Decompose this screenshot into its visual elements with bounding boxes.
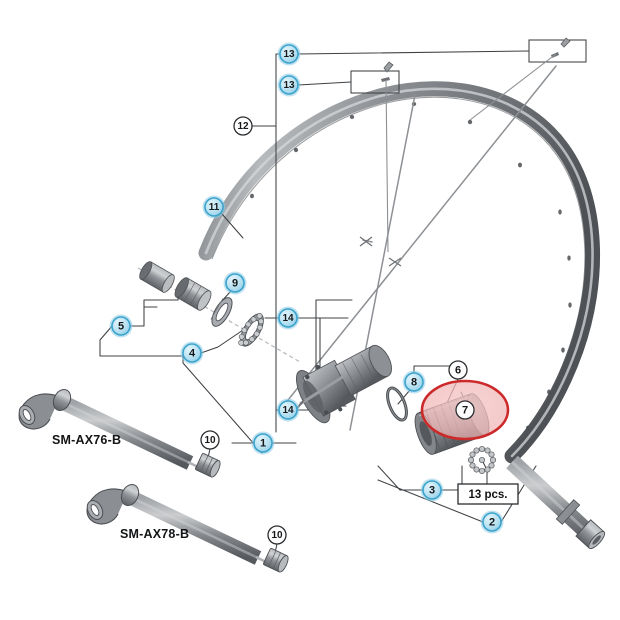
thru-axle-highlight — [510, 460, 598, 542]
callout-13-second[interactable]: 13 — [277, 73, 301, 97]
ax76-shaft — [58, 395, 194, 470]
callout-10-ax76[interactable]: 10 — [200, 430, 220, 450]
pcs-label-text: 13 pcs. — [469, 489, 508, 501]
callout-1[interactable]: 1 — [251, 431, 275, 455]
ax76-shaft-highlight — [61, 400, 191, 465]
part-label-sm-ax78-b: SM-AX78-B — [120, 527, 189, 541]
part-label-sm-ax76-b: SM-AX76-B — [52, 433, 121, 447]
ax78-end-cap-10 — [263, 548, 289, 573]
callout-14a-circle — [278, 308, 298, 328]
freehub-bore — [419, 421, 432, 446]
callout-5[interactable]: 5 — [109, 314, 133, 338]
callout-14-upper[interactable]: 14 — [276, 306, 300, 330]
hub-axle-left — [299, 374, 345, 406]
leader-13a — [297, 50, 530, 55]
thru-axle-head — [575, 519, 606, 550]
ax78-lever — [86, 483, 140, 525]
qr-skewer-ax76 — [18, 388, 221, 478]
hub-flange-right — [368, 344, 392, 378]
callout-13b-circle — [279, 75, 299, 95]
ball-bearing-set-13pcs — [467, 445, 497, 475]
leader-3-left — [377, 465, 424, 491]
callout-bubbles: 1 2 3 4 5 — [109, 42, 504, 545]
thru-axle-part-2 — [506, 455, 606, 550]
callout-10a-circle — [200, 430, 220, 450]
rim-spoke-holes — [250, 102, 572, 431]
spacer-part-1 — [139, 261, 175, 293]
leader-8 — [397, 389, 411, 405]
thru-axle-shaft — [506, 455, 602, 547]
pcs-box-rect — [457, 483, 519, 505]
callout-6-circle — [448, 360, 468, 380]
ax78-lever-pivot — [120, 483, 140, 507]
callout-8[interactable]: 8 — [402, 370, 426, 394]
bearing-cone-parts — [137, 261, 301, 363]
leader-4-down — [182, 355, 263, 454]
leader-4 — [200, 327, 247, 354]
callout-10b-circle — [267, 525, 287, 545]
ax78-shaft — [126, 490, 262, 565]
nipple-icon-a — [469, 37, 571, 121]
callout-3[interactable]: 3 — [420, 478, 444, 502]
callout-4[interactable]: 4 — [180, 341, 204, 365]
callout-11[interactable]: 11 — [202, 195, 226, 219]
hub-ribs — [342, 354, 376, 392]
rim-outer-band — [198, 81, 600, 464]
spoke-nipple-1 — [359, 236, 373, 247]
lock-ring-part-9 — [210, 297, 233, 327]
ax76-end-cap-10 — [195, 453, 221, 478]
ax78-lever-eye-inner — [90, 504, 100, 516]
thru-axle-collar — [555, 499, 581, 525]
pcs-label-box: 13 pcs. — [457, 483, 519, 505]
callout-3-circle — [422, 480, 442, 500]
callout-12-circle — [233, 116, 253, 136]
leader-13b — [297, 81, 352, 86]
leader-5-main — [99, 325, 184, 357]
o-ring-part-8 — [386, 386, 408, 422]
detail-box-13a — [528, 39, 587, 63]
callout-14b-circle — [278, 400, 298, 420]
spoke-nipple-2 — [388, 257, 402, 267]
callout-11-circle — [204, 197, 224, 217]
spoke-2 — [279, 65, 557, 411]
ax76-lever-pivot — [52, 388, 72, 412]
callout-10-ax78[interactable]: 10 — [267, 525, 287, 545]
callout-8-circle — [404, 372, 424, 392]
hub-shell — [293, 344, 392, 424]
ax78-shaft-highlight — [129, 495, 259, 560]
callout-1-circle — [253, 433, 273, 453]
rim-assembly — [198, 81, 600, 464]
callout-5-circle — [111, 316, 131, 336]
callout-14-lower[interactable]: 14 — [276, 398, 300, 422]
callout-4-circle — [182, 343, 202, 363]
leader-5-bracket — [129, 306, 158, 327]
leader-8-top — [413, 365, 453, 374]
rim-highlight-line — [204, 87, 594, 458]
callout-7-circle — [455, 400, 475, 420]
callout-2-circle — [482, 512, 502, 532]
ax76-lever-eye-inner — [22, 409, 32, 421]
qr-skewer-ax78 — [86, 483, 289, 573]
callout-12[interactable]: 12 — [233, 116, 253, 136]
callout-7[interactable]: 7 — [455, 400, 475, 420]
ax76-lever — [18, 388, 72, 430]
callout-6[interactable]: 6 — [448, 360, 468, 380]
callout-13a-circle — [279, 44, 299, 64]
cone-part-2 — [174, 277, 212, 311]
callout-13-top[interactable]: 13 — [277, 42, 301, 66]
bearing-cage-part-4 — [238, 312, 264, 347]
rim-inner-edge — [211, 96, 586, 453]
leader-11 — [221, 213, 244, 239]
hub-spoke-holes — [305, 365, 343, 415]
callout-9[interactable]: 9 — [223, 271, 247, 295]
callout-9-circle — [225, 273, 245, 293]
nipple-icon-b — [381, 61, 394, 253]
callout-2[interactable]: 2 — [480, 510, 504, 534]
